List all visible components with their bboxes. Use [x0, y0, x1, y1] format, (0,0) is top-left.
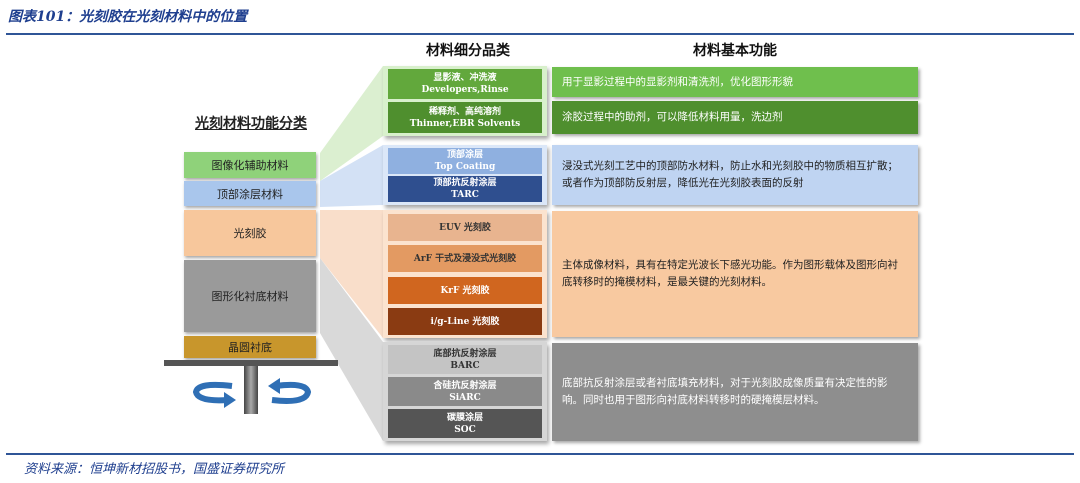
subcategory-thinner-ebr: 稀释剂、高纯溶剂 Thinner,EBR Solvents [388, 102, 542, 133]
subcategory-arf: ArF 干式及浸没式光刻胶 [388, 245, 542, 272]
subcategory-label-zh: EUV 光刻胶 [439, 222, 491, 233]
subcategory-tarc: 顶部抗反射涂层 TARC [388, 176, 542, 202]
subcategory-label-zh: 顶部涂层 [446, 150, 483, 160]
subcategory-label-zh: 显影液、冲洗液 [433, 73, 497, 83]
stack-top-coating: 顶部涂层材料 [184, 181, 316, 206]
function-underlayer: 底部抗反射涂层或者衬底填充材料，对于光刻胶成像质量有决定性的影响。同时也用于图形… [552, 343, 918, 441]
rotation-arrow-right-icon [268, 378, 312, 404]
stack-photoresist: 光刻胶 [184, 210, 316, 256]
wedge-green [320, 66, 383, 181]
subcategory-label-zh: i/g-Line 光刻胶 [430, 316, 500, 327]
subcategory-label-zh: KrF 光刻胶 [440, 285, 490, 296]
subcategory-label-zh: 含硅抗反射涂层 [433, 380, 497, 391]
figure-title: 图表101：光刻胶在光刻材料中的位置 [8, 9, 248, 25]
subcategory-label-en: SiARC [449, 392, 481, 403]
top-rule [6, 33, 1074, 35]
stack-patterning-substrate: 图形化衬底材料 [184, 260, 316, 332]
subcategory-label-zh: 碳膜涂层 [446, 412, 483, 423]
subcategory-label-zh: 稀释剂、高纯溶剂 [428, 106, 501, 117]
subcategory-soc: 碳膜涂层 SOC [388, 409, 542, 438]
chuck-shaft [244, 366, 258, 414]
function-photoresist: 主体成像材料，具有在特定光波长下感光功能。作为图形载体及图形向衬底转移时的掩模材… [552, 211, 918, 337]
wedge-gray [320, 258, 383, 441]
subcategory-top-coating: 顶部涂层 Top Coating [388, 148, 542, 174]
subcategory-label-zh: ArF 干式及浸没式光刻胶 [413, 253, 517, 264]
source-note: 资料来源：恒坤新材招股书，国盛证券研究所 [24, 462, 285, 477]
stack-image-assist: 图像化辅助材料 [184, 152, 316, 178]
wedge-blue [320, 145, 383, 207]
subcategory-siarc: 含硅抗反射涂层 SiARC [388, 377, 542, 406]
subcategory-label-zh: 底部抗反射涂层 [433, 348, 497, 359]
bottom-rule [6, 453, 1074, 455]
subcategory-label-en: Thinner,EBR Solvents [409, 118, 521, 129]
function-top-coating: 浸没式光刻工艺中的顶部防水材料，防止水和光刻胶中的物质相互扩散；或者作为顶部防反… [552, 145, 918, 205]
subcategory-label-zh: 顶部抗反射涂层 [433, 178, 497, 188]
function-thinner: 涂胶过程中的助剂，可以降低材料用量，洗边剂 [552, 101, 918, 134]
subcategory-developers-rinse: 显影液、冲洗液 Developers,Rinse [388, 69, 542, 99]
rotation-arrow-left-icon [192, 381, 236, 408]
subcategory-label-en: BARC [450, 360, 480, 371]
subcategory-krf: KrF 光刻胶 [388, 277, 542, 304]
subcategory-ig-line: i/g-Line 光刻胶 [388, 308, 542, 335]
subcategory-label-en: SOC [454, 424, 476, 435]
subcategory-label-en: Top Coating [434, 162, 496, 172]
subcategory-euv: EUV 光刻胶 [388, 214, 542, 241]
subcategory-barc: 底部抗反射涂层 BARC [388, 345, 542, 374]
subcategory-label-en: TARC [451, 190, 479, 200]
function-developers: 用于显影过程中的显影剂和清洗剂，优化图形形貌 [552, 67, 918, 97]
header-functions: 材料基本功能 [693, 43, 777, 59]
header-function-classes: 光刻材料功能分类 [195, 116, 307, 132]
chuck-plate [164, 360, 338, 366]
stack-wafer-substrate: 晶圆衬底 [184, 336, 316, 358]
subcategory-label-en: Developers,Rinse [421, 85, 509, 95]
wedge-orange [320, 210, 383, 338]
header-subcategories: 材料细分品类 [426, 43, 510, 59]
